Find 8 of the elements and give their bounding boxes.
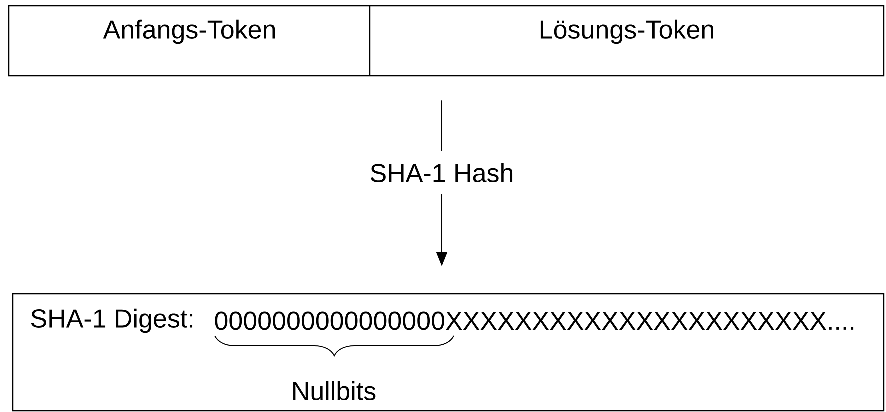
digest-value: 0000000000000000XXXXXXXXXXXXXXXXXXXXXX.... [215, 312, 854, 330]
token-box [8, 5, 885, 77]
digest-box [12, 293, 885, 412]
cell-label: Anfangs-Token [103, 20, 276, 44]
edge-label: SHA-1 Hash [370, 163, 513, 183]
brace-label: Nullbits [294, 381, 376, 401]
digest-label: SHA-1 Digest: [31, 308, 192, 334]
cell-label: Lösungs-Token [540, 20, 714, 44]
